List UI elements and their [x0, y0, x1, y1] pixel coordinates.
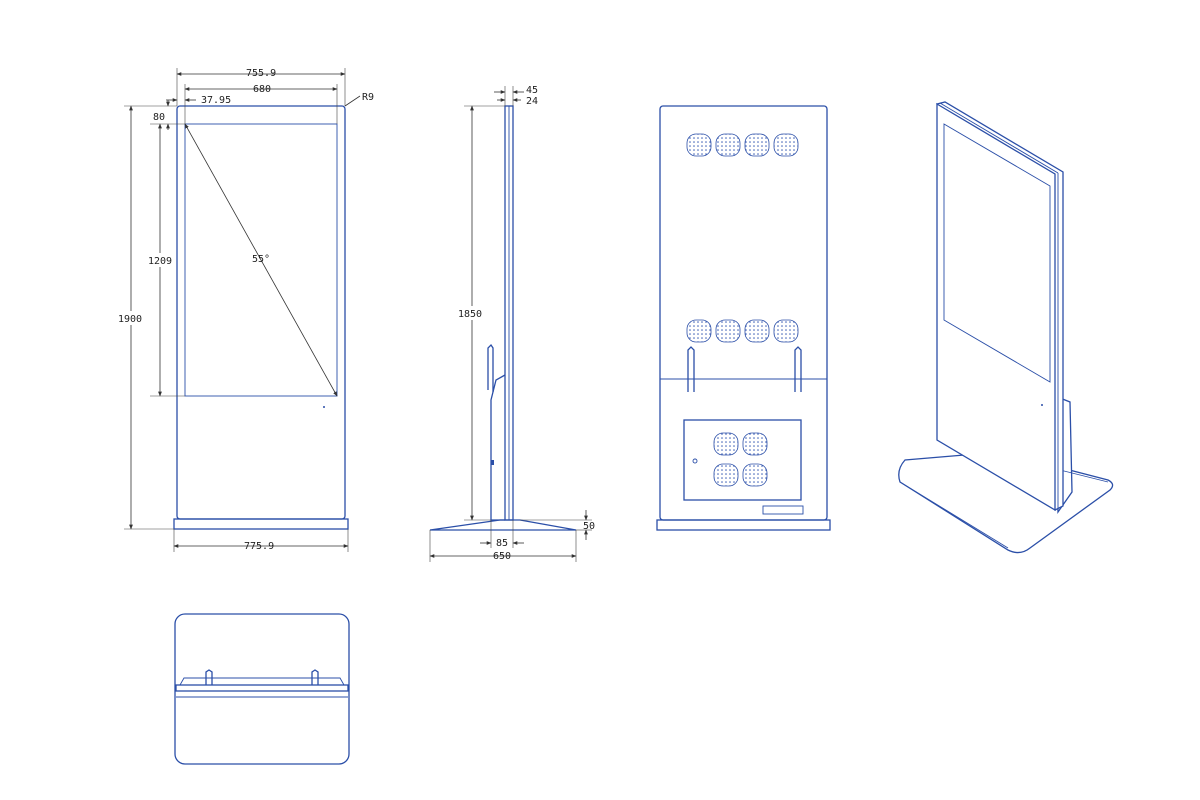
side-handle [487, 343, 494, 392]
diagonal-dimension-line [184, 123, 338, 397]
isometric-view [898, 101, 1114, 554]
front-base-width-label: 775.9 [244, 541, 274, 552]
rear-middle-vent-grille [686, 319, 799, 343]
rear-base-plate [656, 519, 831, 531]
rear-panel-vent-grille [713, 432, 768, 487]
front-width-outer-label: 755.9 [246, 68, 276, 79]
side-foot-height-label: 50 [583, 521, 595, 532]
iso-panel-front [936, 102, 1056, 512]
rear-cabinet-outline [659, 105, 828, 521]
rear-handle-right [794, 346, 802, 392]
top-base-outline [174, 613, 350, 765]
front-view: 55° 755.9 680 37.95 R9 80 1209 1900 [117, 68, 374, 552]
top-cabinet-outline [175, 684, 349, 692]
rear-upper-vent-grille [686, 133, 799, 157]
iso-screen-area [943, 123, 1051, 383]
rear-handle-left [687, 346, 695, 392]
side-base-foot [429, 519, 577, 531]
top-handle-right [311, 669, 319, 685]
top-view [174, 613, 350, 765]
side-depth-outer-label: 45 [526, 85, 538, 96]
front-bezel-side-label: 37.95 [201, 95, 231, 106]
front-screen-width-label: 680 [253, 84, 271, 95]
side-view: 45 24 1850 50 85 650 [429, 85, 595, 562]
side-neck-depth-label: 85 [496, 538, 508, 549]
side-base-depth-label: 650 [493, 551, 511, 562]
front-diagonal-label: 55° [252, 254, 270, 265]
rear-access-panel [683, 419, 802, 501]
front-cabinet-outline [176, 105, 346, 520]
panel-lock-icon [692, 458, 698, 464]
side-rear-housing [490, 374, 506, 521]
corner-radius-label: R9 [362, 92, 374, 103]
side-depth-inner-label: 24 [526, 96, 538, 107]
front-total-height-label: 1900 [118, 314, 142, 325]
front-sensor-dot [323, 406, 325, 408]
front-screen-height-label: 1209 [148, 256, 172, 267]
iso-sensor-dot [1041, 404, 1043, 406]
front-top-bezel-label: 80 [153, 112, 165, 123]
top-handle-left [205, 669, 213, 685]
rear-label-slot [762, 505, 804, 515]
front-base-plate [173, 518, 349, 530]
rear-view [656, 105, 831, 531]
side-height-label: 1850 [458, 309, 482, 320]
